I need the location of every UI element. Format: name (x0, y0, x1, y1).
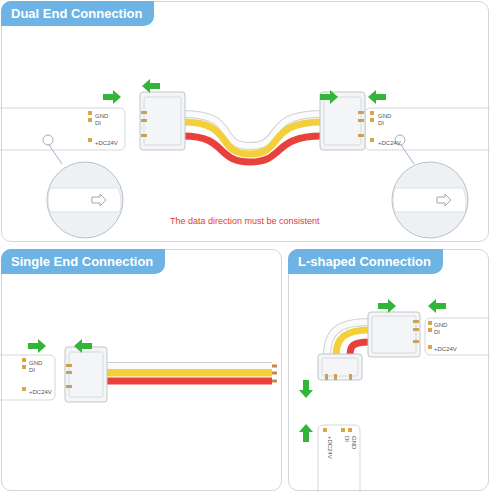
panel-tab: Dual End Connection (1, 1, 154, 26)
led-strip: GNDDI +DC24V (1, 356, 57, 401)
panel-tab: L-shaped Connection (288, 249, 443, 274)
pin-label: +DC24V (327, 436, 333, 459)
pin-label: DI (434, 329, 440, 335)
pin-label: +DC24V (434, 346, 457, 352)
pin-label: DI (95, 120, 101, 126)
pin-label: +DC24V (29, 389, 52, 395)
led-strip: GNDDI +DC24V (1, 109, 126, 151)
connection-panel: L-shaped ConnectionGNDDI+DC24VGNDDI+DC24… (288, 249, 489, 491)
pin-label: DI (344, 436, 350, 442)
pin-label: +DC24V (95, 140, 118, 146)
connection-panel: Dual End ConnectionGNDDI+DC24VGNDDI+DC24… (1, 1, 489, 242)
connection-panel: Single End ConnectionGNDDI +DC24V (1, 249, 282, 491)
pin-label: GND (29, 360, 42, 366)
pin-label: DI (29, 367, 35, 373)
pin-label: DI (378, 120, 384, 126)
pin-label: GND (378, 113, 391, 119)
panel-tab: Single End Connection (1, 249, 165, 274)
note-text: The data direction must be consistent (168, 216, 322, 226)
pin-label: GND (95, 113, 108, 119)
led-strip: GNDDI +DC24V (426, 319, 490, 356)
pin-label: GND (351, 436, 357, 449)
led-strip: GNDDI +DC24V (319, 426, 361, 492)
led-strip: GNDDI +DC24V (366, 109, 490, 151)
pin-label: +DC24V (378, 140, 401, 146)
pin-label: GND (434, 322, 447, 328)
